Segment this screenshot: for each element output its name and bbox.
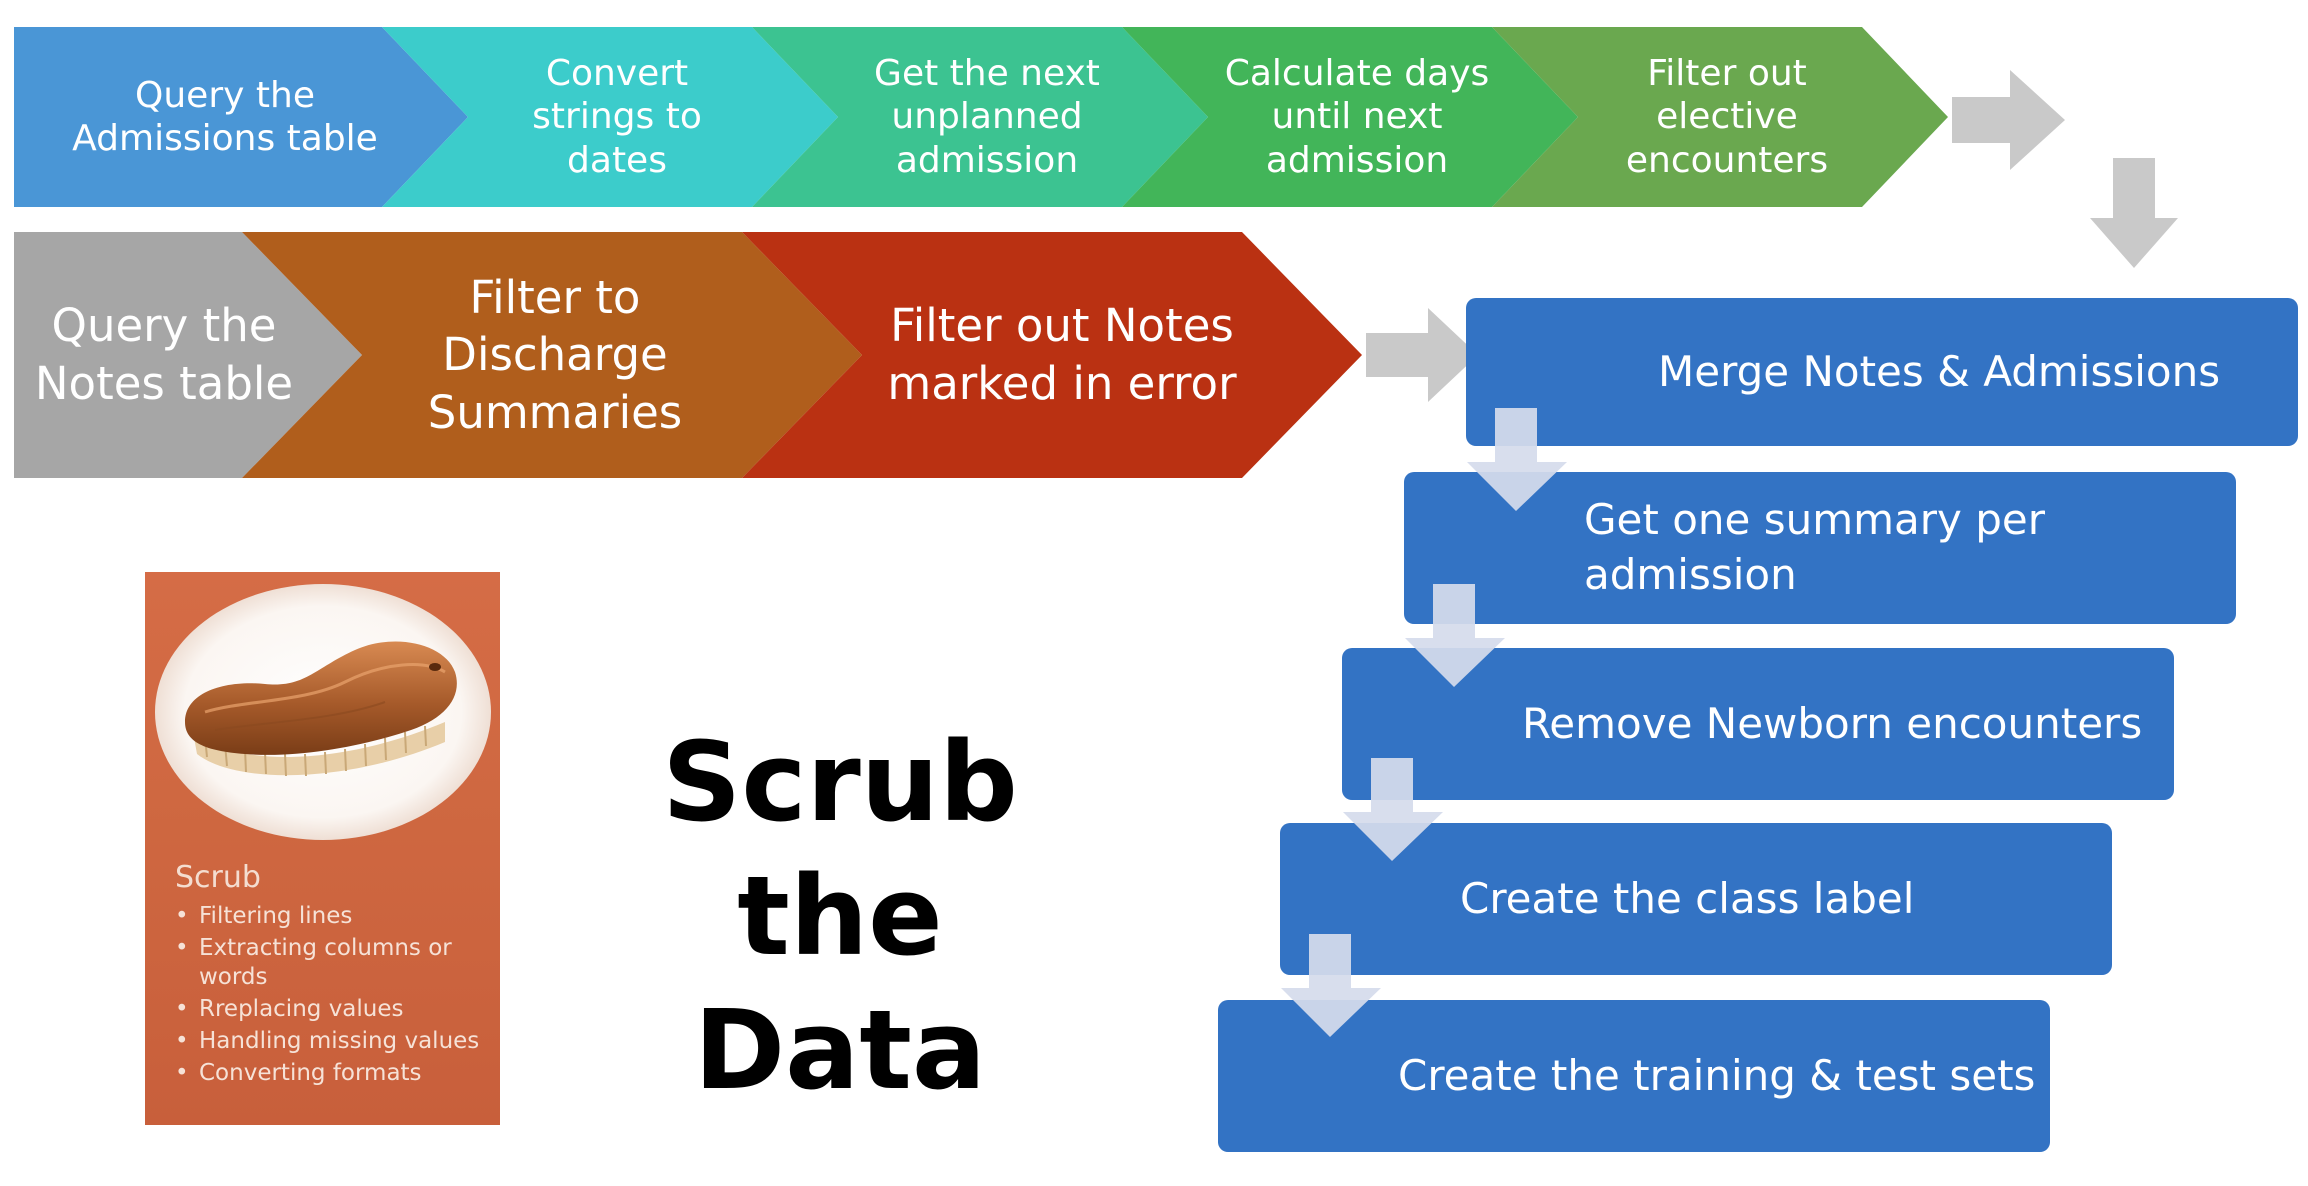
notes-pipeline-row <box>14 232 1362 478</box>
list-item: Extracting columns or words <box>175 934 495 992</box>
step-training-sets: Create the training & test sets <box>1218 1000 2050 1152</box>
step-label: Create the class label <box>1460 873 1915 923</box>
list-item: Handling missing values <box>175 1027 495 1056</box>
list-item: Converting formats <box>175 1059 495 1088</box>
down-arrow-icon <box>1343 758 1443 861</box>
chevron-query-admissions <box>14 27 468 207</box>
admissions-pipeline-row <box>14 27 1948 207</box>
step-label: Create the training & test sets <box>1398 1050 2036 1100</box>
scrub-activities-list: Filtering lines Extracting columns or wo… <box>175 902 495 1091</box>
step-label: Merge Notes & Admissions <box>1658 346 2221 396</box>
step-label: Remove Newborn encounters <box>1522 698 2143 748</box>
down-arrow-icon <box>1467 408 1567 511</box>
chevron-query-notes <box>14 232 362 478</box>
step-merge: Merge Notes & Admissions <box>1466 298 2298 446</box>
down-arrow-icon <box>2090 158 2178 268</box>
right-arrow-icon <box>1952 70 2065 170</box>
scrub-card: Scrub Filtering lines Extracting columns… <box>145 572 500 1125</box>
chevron-filter-elective <box>1492 27 1948 207</box>
chevron-filter-error <box>742 232 1362 478</box>
chevron-convert-dates <box>382 27 838 207</box>
chevron-next-unplanned <box>752 27 1208 207</box>
list-item: Filtering lines <box>175 902 495 931</box>
card-heading: Scrub <box>175 860 261 895</box>
down-arrow-icon <box>1281 934 1381 1037</box>
step-remove-newborn: Remove Newborn encounters <box>1342 648 2174 800</box>
scrub-brush-icon <box>155 584 491 840</box>
list-item: Rreplacing values <box>175 995 495 1024</box>
chevron-discharge-summaries <box>242 232 862 478</box>
step-class-label: Create the class label <box>1280 823 2112 975</box>
down-arrow-icon <box>1405 584 1505 687</box>
right-arrow-icon <box>1366 308 1478 402</box>
chevron-calculate-days <box>1122 27 1578 207</box>
